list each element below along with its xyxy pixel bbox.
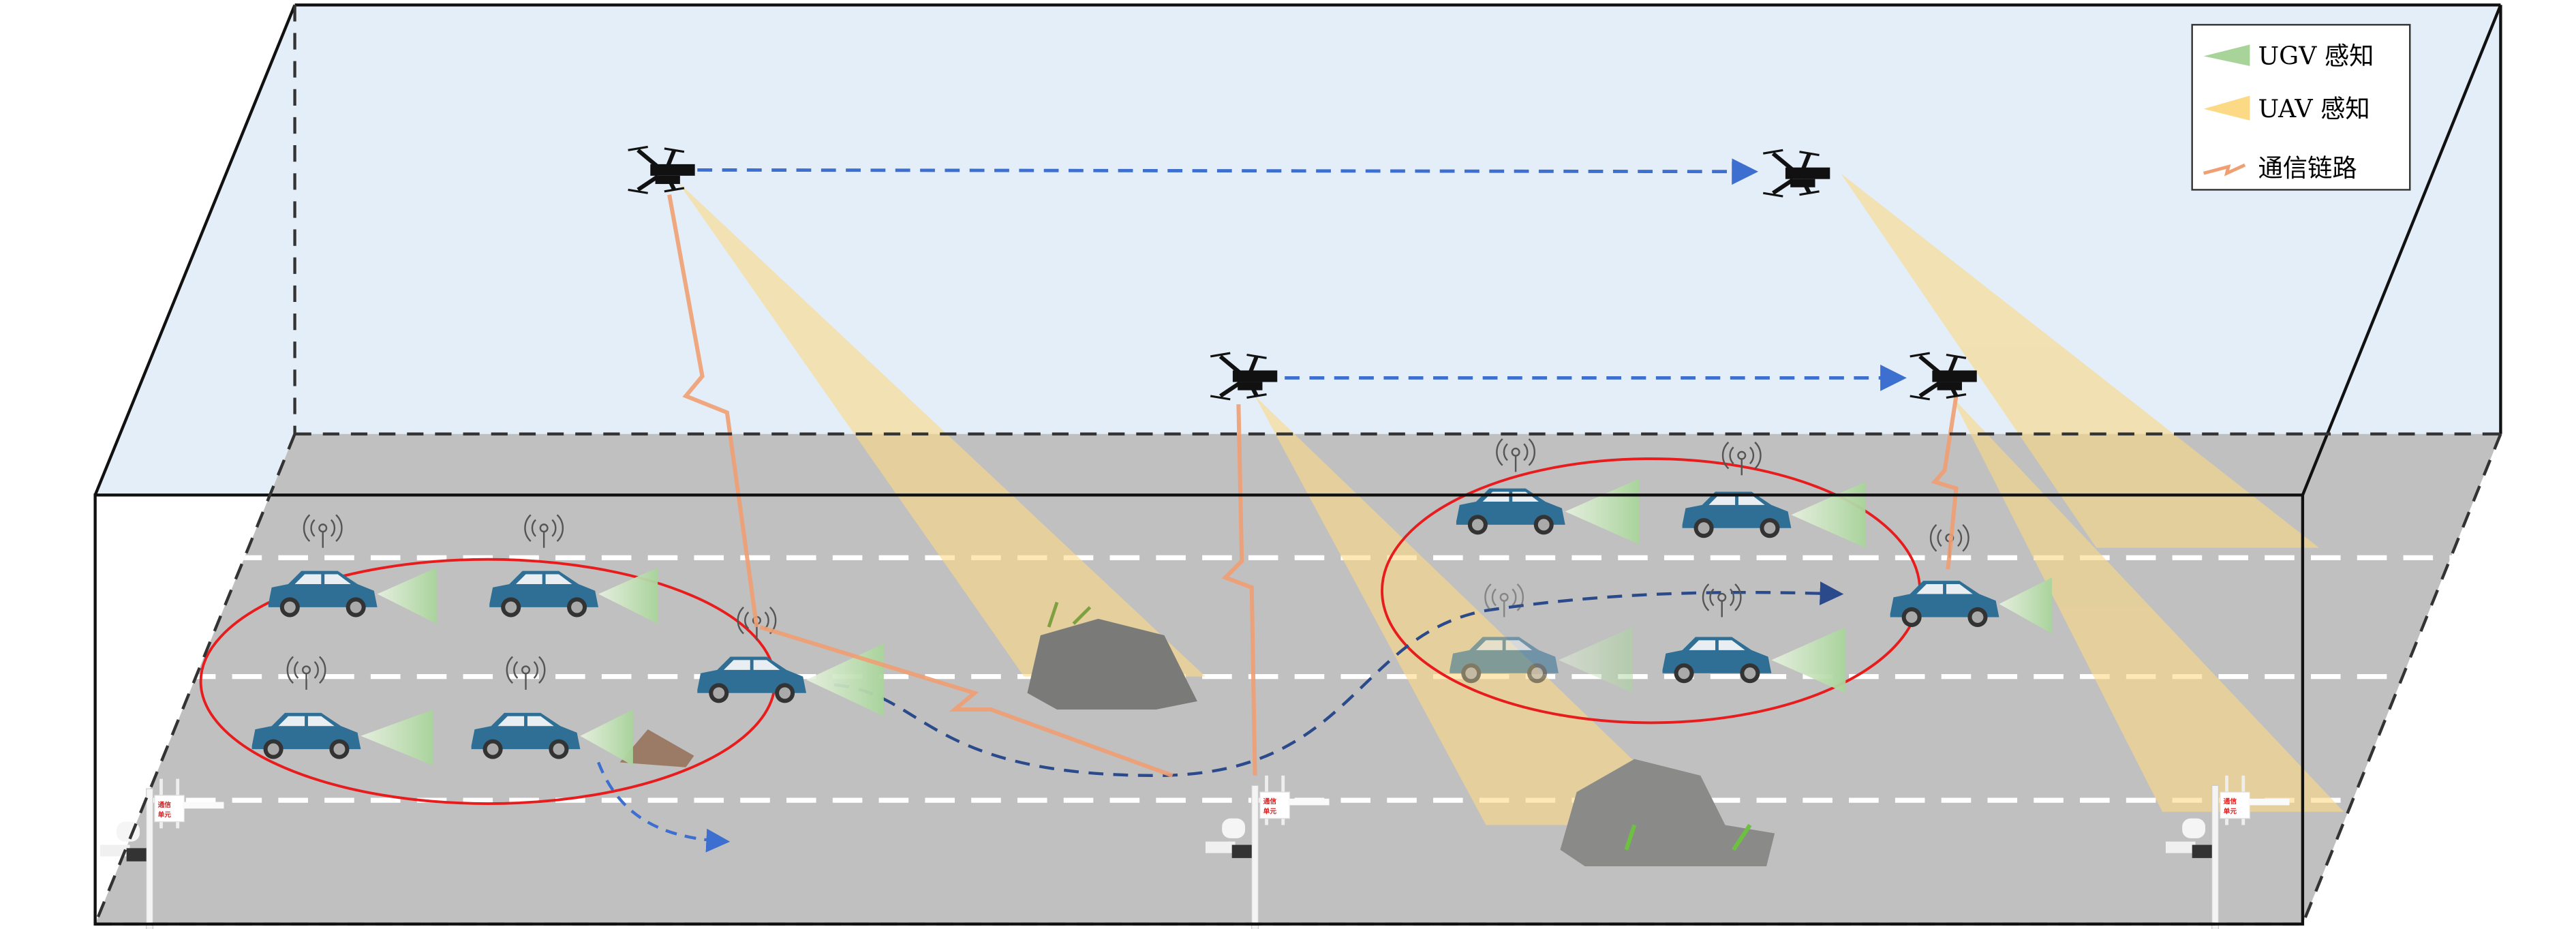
ugv-sensing-swatch-icon xyxy=(2203,44,2250,66)
ugv-vehicles xyxy=(251,438,2052,766)
space-box-hidden-edges xyxy=(93,5,2502,926)
rsu-sign-line1: 通信 xyxy=(158,800,172,809)
communication-link-swatch-icon xyxy=(2203,163,2246,177)
uav-trajectory-1 xyxy=(697,158,1758,185)
roadside-unit: 通信 单元 xyxy=(1204,774,1330,929)
rsu-sign-line1: 通信 xyxy=(2224,797,2237,806)
communication-links xyxy=(667,194,1959,778)
roadside-unit: 通信 单元 xyxy=(99,778,225,929)
legend-item-communication-link: 通信链路 xyxy=(2203,153,2357,183)
obstacle-rocks xyxy=(619,601,1775,867)
ugv-trajectory xyxy=(834,581,1844,778)
legend: UGV 感知 UAV 感知 通信链路 xyxy=(2191,24,2411,191)
rsu-sign-line2: 单元 xyxy=(158,810,172,819)
rsu-sign-line1: 通信 xyxy=(1263,797,1277,806)
ugv-trajectory-exit xyxy=(597,761,731,853)
roadside-unit: 通信 单元 xyxy=(2164,774,2290,929)
legend-item-ugv-sensing: UGV 感知 xyxy=(2203,41,2374,70)
rsu-sign-line2: 单元 xyxy=(2224,807,2237,816)
rsu-sign-line2: 单元 xyxy=(1263,807,1277,816)
legend-label: UAV 感知 xyxy=(2258,94,2370,123)
uav-sensing-swatch-icon xyxy=(2203,95,2250,121)
legend-label: 通信链路 xyxy=(2258,153,2357,183)
legend-label: UGV 感知 xyxy=(2258,41,2374,70)
legend-item-uav-sensing: UAV 感知 xyxy=(2203,94,2370,123)
